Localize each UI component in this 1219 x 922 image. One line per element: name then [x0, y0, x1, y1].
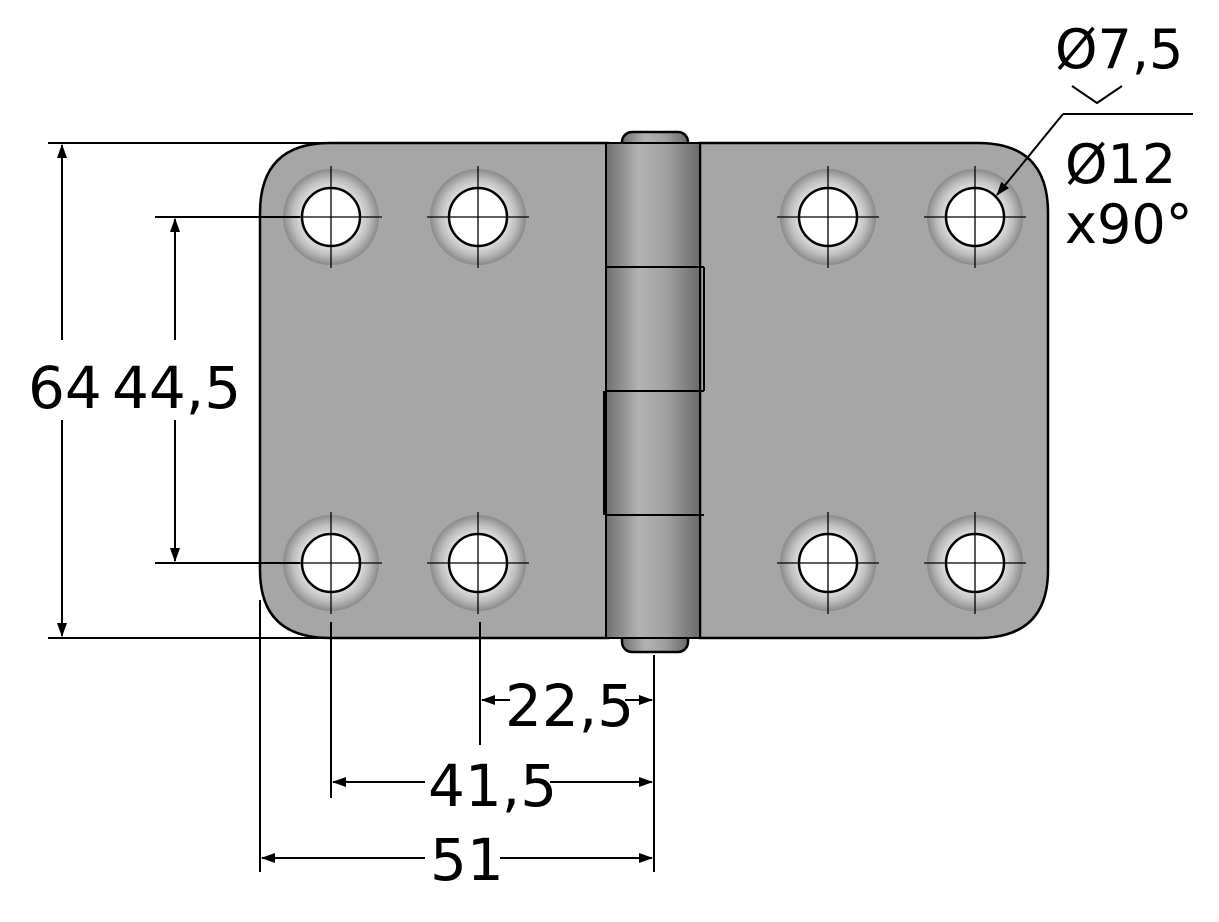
hole-callout-leader: [996, 85, 1193, 196]
hole-top-left-inner: [427, 166, 529, 268]
dimension-label-leaf-width: 51: [430, 826, 504, 894]
hole-bottom-right-inner: [777, 512, 879, 614]
right-leaf: [698, 141, 1050, 640]
hole-callout-countersink-angle: x90°: [1065, 193, 1193, 256]
hole-bottom-left-inner: [427, 512, 529, 614]
knuckle: [603, 130, 705, 654]
dimension-label-hole-spacing-vertical: 44,5: [112, 354, 241, 422]
dimension-label-pin-to-outer-hole: 41,5: [428, 752, 557, 820]
hole-bottom-right-outer: [924, 512, 1026, 614]
hole-callout-through-diameter: Ø7,5: [1055, 18, 1183, 81]
dimension-label-pin-to-inner-hole: 22,5: [505, 672, 634, 740]
hole-callout-countersink-diameter: Ø12: [1065, 133, 1176, 196]
dimension-hole-spacing-vertical: [155, 216, 300, 564]
dimension-label-overall-height: 64: [28, 354, 102, 422]
hole-top-left-outer: [280, 166, 382, 268]
hole-bottom-left-outer: [280, 512, 382, 614]
dimension-overall-height: [48, 142, 330, 639]
hole-top-right-inner: [777, 166, 879, 268]
